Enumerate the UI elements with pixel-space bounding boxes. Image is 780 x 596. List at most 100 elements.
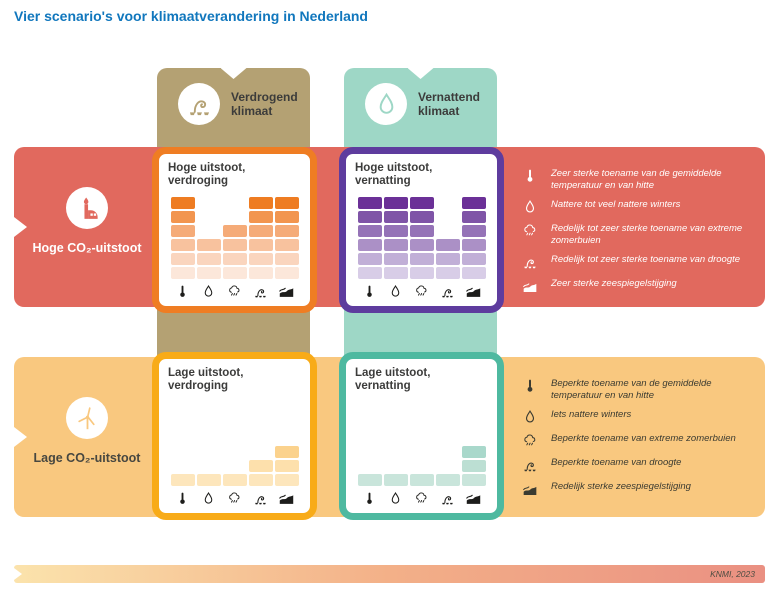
card-hoge-uitstoot-vernatting: Hoge uitstoot,vernatting (339, 147, 504, 313)
bar-block (409, 474, 434, 486)
bar-block (357, 239, 382, 251)
bar-block (248, 239, 273, 251)
source-label: KNMI, 2023 (710, 569, 755, 579)
rain-cloud-icon (414, 284, 429, 299)
bar-block (196, 267, 221, 279)
tab-label: Verdrogend klimaat (231, 89, 298, 118)
legend-item: Redelijk tot zeer sterke toename van dro… (522, 254, 767, 270)
sea-level-icon (278, 282, 295, 299)
bar-block (274, 211, 299, 223)
bar-block (170, 474, 195, 486)
bar-block (248, 474, 273, 486)
wind-turbine-icon (74, 405, 101, 432)
legend-text: Iets nattere winters (551, 409, 632, 421)
bar-block (274, 474, 299, 486)
bar-block (409, 225, 434, 237)
legend-item: Beperkte toename van de gemiddelde tempe… (522, 378, 767, 401)
bar-block (222, 225, 247, 237)
bar-block (435, 474, 460, 486)
bar-block (170, 267, 195, 279)
bar-block (383, 253, 408, 265)
bar-chart (355, 404, 488, 486)
factory-emissions-icon (74, 195, 101, 222)
row-label: Lage CO₂-uitstoot (33, 451, 141, 465)
card-lage-uitstoot-verdroging: Lage uitstoot,verdroging (152, 352, 317, 520)
bar-block (383, 474, 408, 486)
bar-block (170, 197, 195, 209)
sea-level-icon (522, 278, 538, 294)
water-droplet-icon (388, 491, 403, 506)
water-droplet-icon (522, 199, 538, 215)
bar-block (461, 267, 486, 279)
card-icon-row (355, 282, 488, 299)
card-title: Hoge uitstoot,vernatting (355, 162, 433, 188)
thermometer-icon (362, 284, 377, 299)
bar-block (170, 253, 195, 265)
bar-block (248, 267, 273, 279)
card-icon-row (355, 489, 488, 506)
bar-block (357, 225, 382, 237)
drought-plant-icon (253, 491, 268, 506)
card-icon-row (168, 282, 301, 299)
legend-item: Iets nattere winters (522, 409, 767, 425)
bar-block (196, 474, 221, 486)
legend-item: Zeer sterke toename van de gemiddelde te… (522, 168, 767, 191)
bar-block (248, 225, 273, 237)
source-strip: KNMI, 2023 (14, 565, 765, 583)
bar-block (383, 197, 408, 209)
bar-block (274, 197, 299, 209)
bar-block (409, 197, 434, 209)
legend-text: Beperkte toename van de gemiddelde tempe… (551, 378, 712, 401)
bar-block (274, 460, 299, 472)
bar-chart (168, 197, 301, 279)
row-head-hoge: Hoge CO₂-uitstoot (14, 147, 160, 307)
notch (220, 68, 247, 79)
bar-block (222, 267, 247, 279)
bar-block (435, 267, 460, 279)
thermometer-icon (175, 491, 190, 506)
card-lage-uitstoot-vernatting: Lage uitstoot,vernatting (339, 352, 504, 520)
legend-item: Beperkte toename van droogte (522, 457, 767, 473)
sea-level-icon (465, 282, 482, 299)
bar-block (461, 197, 486, 209)
bar-block (222, 239, 247, 251)
bar-block (274, 446, 299, 458)
bar-block (170, 211, 195, 223)
bar-block (409, 211, 434, 223)
bar-block (409, 239, 434, 251)
legend-text: Beperkte toename van droogte (551, 457, 682, 469)
bar-chart (168, 404, 301, 486)
bar-block (222, 253, 247, 265)
drought-plant-icon (440, 284, 455, 299)
card-title: Hoge uitstoot,verdroging (168, 162, 246, 188)
bar-block (248, 460, 273, 472)
row-label: Hoge CO₂-uitstoot (32, 241, 142, 255)
bar-block (357, 197, 382, 209)
legend-item: Redelijk tot zeer sterke toename van ext… (522, 223, 767, 246)
tab-vernattend: Vernattend klimaat (344, 83, 497, 125)
bar-block (461, 225, 486, 237)
tab-label: Vernattend klimaat (418, 89, 481, 118)
bar-block (248, 253, 273, 265)
bar-block (357, 474, 382, 486)
notch (407, 68, 434, 79)
water-droplet-icon (388, 284, 403, 299)
bar-block (383, 211, 408, 223)
bar-block (357, 267, 382, 279)
legend-item: Zeer sterke zeespiegelstijging (522, 278, 767, 294)
bar-block (461, 474, 486, 486)
bar-block (170, 239, 195, 251)
drought-plant-icon (186, 91, 213, 118)
legend-item: Nattere tot veel nattere winters (522, 199, 767, 215)
bar-block (196, 253, 221, 265)
bar-block (383, 225, 408, 237)
rain-cloud-icon (227, 284, 242, 299)
bar-block (274, 253, 299, 265)
tab-verdrogend: Verdrogend klimaat (157, 83, 310, 125)
legend-text: Redelijk tot zeer sterke toename van ext… (551, 223, 743, 246)
sea-level-icon (278, 489, 295, 506)
sea-level-icon (522, 481, 538, 497)
bar-block (274, 239, 299, 251)
bar-block (409, 253, 434, 265)
